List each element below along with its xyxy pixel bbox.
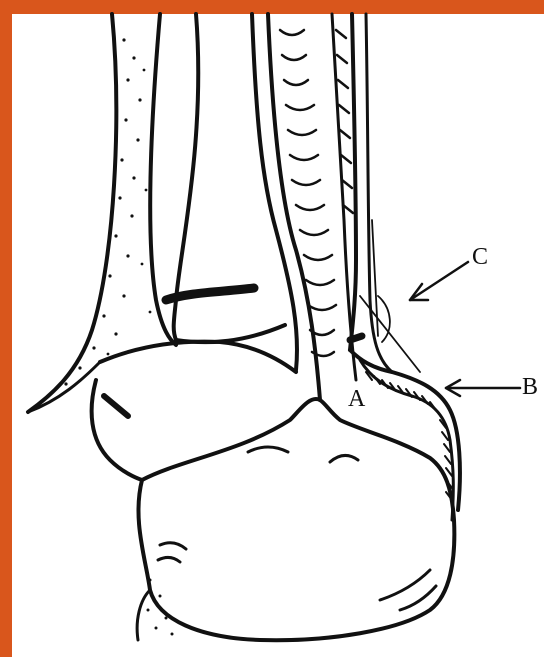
arrow-b xyxy=(446,380,520,396)
tibia xyxy=(166,14,297,370)
label-b: B xyxy=(522,374,538,400)
arrow-c xyxy=(410,262,468,300)
tendon-sheath xyxy=(268,14,392,400)
fibula xyxy=(28,14,176,412)
talus xyxy=(92,342,320,480)
bone-stipple xyxy=(64,38,173,635)
calcaneus xyxy=(137,400,454,640)
label-c: C xyxy=(472,244,488,270)
label-a: A xyxy=(348,386,366,412)
tendon-insertion xyxy=(350,336,460,520)
